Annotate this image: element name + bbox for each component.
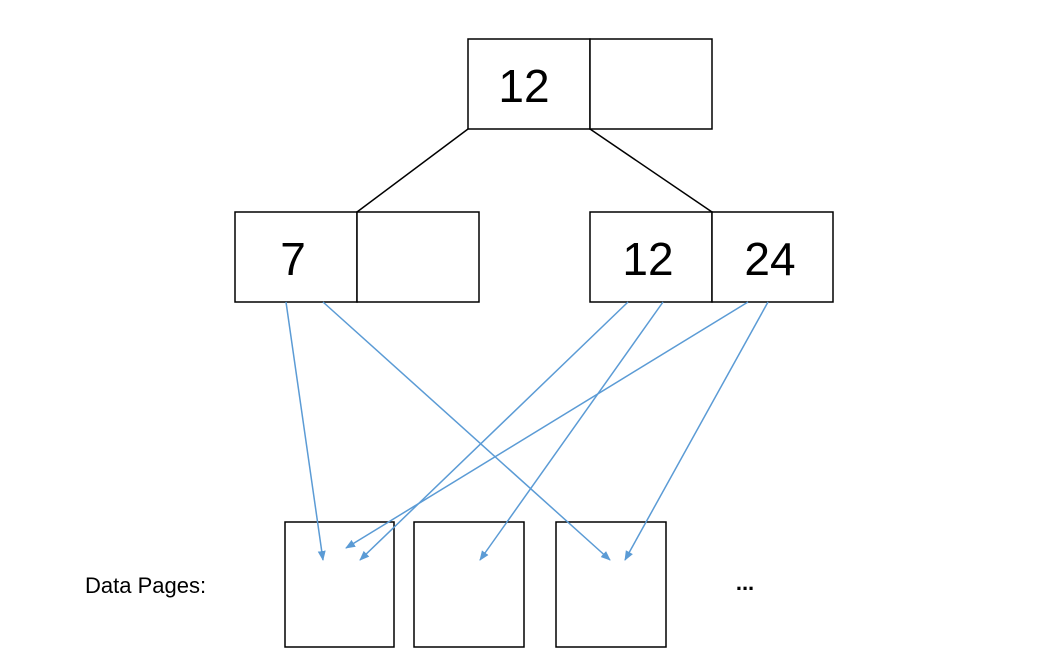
pointer-12-right xyxy=(479,301,664,561)
root-cell-2 xyxy=(589,38,713,130)
root-key-1: 12 xyxy=(498,60,549,112)
edge-root-right xyxy=(589,128,713,213)
right-cell-1 xyxy=(589,211,713,303)
pointer-24-left xyxy=(345,301,749,549)
right-key-1: 12 xyxy=(622,233,673,285)
data-page-1 xyxy=(284,521,395,648)
data-pages-label: Data Pages: xyxy=(85,573,206,598)
right-node: 12 24 xyxy=(589,211,834,303)
left-cell-1 xyxy=(234,211,358,303)
pointer-24-right xyxy=(624,301,769,561)
pointer-7-left xyxy=(285,301,326,561)
pointer-12-left xyxy=(359,301,629,561)
root-node: 12 xyxy=(467,38,713,130)
root-cell-1 xyxy=(467,38,591,130)
more-pages-ellipsis: ... xyxy=(736,570,754,595)
data-page-3 xyxy=(555,521,667,648)
left-key-1: 7 xyxy=(280,233,306,285)
edge-root-left xyxy=(356,128,469,213)
data-page-2 xyxy=(413,521,525,648)
right-key-2: 24 xyxy=(744,233,795,285)
left-node: 7 xyxy=(234,211,480,303)
pointer-7-right xyxy=(322,301,611,561)
left-cell-2 xyxy=(356,211,480,303)
right-cell-2 xyxy=(711,211,834,303)
